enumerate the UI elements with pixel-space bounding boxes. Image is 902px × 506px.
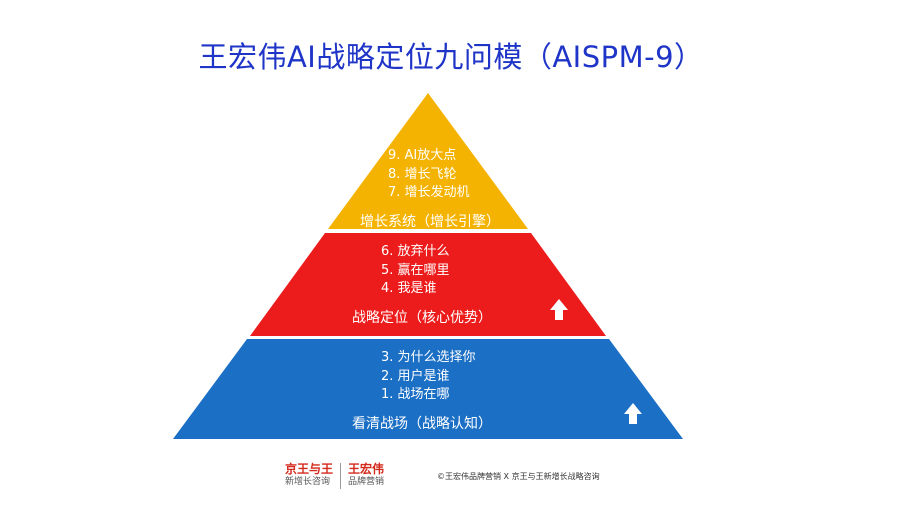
up-arrow-icon xyxy=(624,403,642,424)
up-arrow-icon xyxy=(550,299,568,320)
middle-item-4: 4. 我是谁 xyxy=(381,281,437,296)
top-item-9: 9. AI放大点 xyxy=(388,148,457,163)
middle-item-5: 5. 赢在哪里 xyxy=(381,262,450,278)
footer-logos: 京王与王 新增长咨询 王宏伟 品牌营销 xyxy=(285,462,384,489)
middle-tier-category: 战略定位（核心优势） xyxy=(352,309,492,326)
top-tier-category: 增长系统（增长引擎） xyxy=(360,213,500,230)
wanghongwei-logo: 王宏伟 品牌营销 xyxy=(348,462,384,489)
bottom-item-1: 1. 战场在哪 xyxy=(381,387,450,402)
wanghongwei-logo-tagline: 品牌营销 xyxy=(348,477,385,487)
top-tier-text: 9. AI放大点 8. 增长飞轮 7. 增长发动机 增长系统（增长引擎） xyxy=(360,147,500,231)
middle-tier-text: 6. 放弃什么 5. 赢在哪里 4. 我是谁 战略定位（核心优势） xyxy=(352,243,492,327)
bottom-tier-text: 3. 为什么选择你 2. 用户是谁 1. 战场在哪 看清战场（战略认知） xyxy=(352,349,492,433)
logo-divider xyxy=(340,463,342,489)
bottom-item-3: 3. 为什么选择你 xyxy=(381,350,476,365)
pyramid-bottom-tier xyxy=(173,339,683,439)
copyright-text: ©王宏伟品牌营销 X 京王与王新增长战略咨询 xyxy=(437,472,600,481)
pyramid-top-tier xyxy=(328,93,528,229)
page-title: 王宏伟AI战略定位九问模（AISPM-9） xyxy=(198,40,704,74)
top-item-8: 8. 增长飞轮 xyxy=(388,166,457,182)
middle-item-6: 6. 放弃什么 xyxy=(381,244,450,259)
bottom-item-2: 2. 用户是谁 xyxy=(381,368,450,384)
pyramid-middle-tier xyxy=(250,233,606,336)
jingwang-logo-name: 京王与王 xyxy=(285,462,334,476)
jingwang-logo-tagline: 新增长咨询 xyxy=(285,477,331,487)
top-item-7: 7. 增长发动机 xyxy=(388,185,470,200)
bottom-tier-category: 看清战场（战略认知） xyxy=(352,415,492,432)
wanghongwei-logo-name: 王宏伟 xyxy=(348,462,385,476)
jingwang-logo: 京王与王 新增长咨询 xyxy=(285,462,333,489)
